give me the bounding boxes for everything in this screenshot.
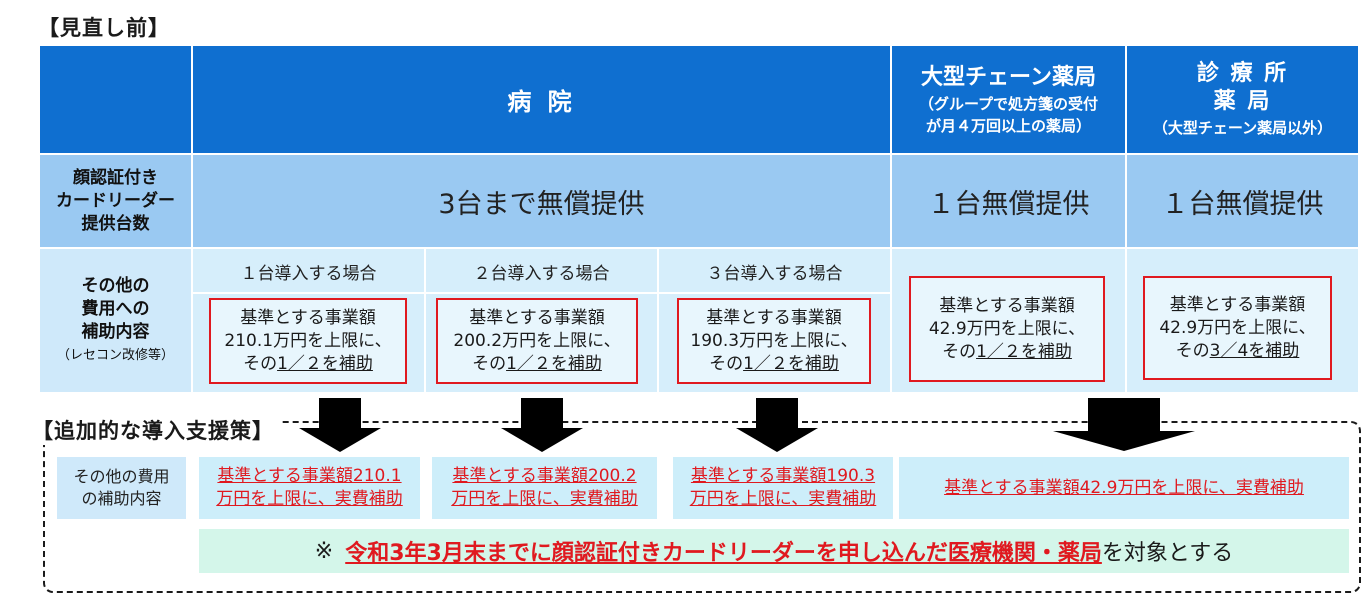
subsidy-box-case1: 基準とする事業額 210.1万円を上限に、 その1／２を補助 bbox=[209, 298, 407, 384]
header-chain-title: 大型チェーン薬局 bbox=[921, 64, 1096, 90]
down-arrow-icon bbox=[299, 428, 381, 452]
subsidy-box-chain: 基準とする事業額 42.9万円を上限に、 その1／２を補助 bbox=[909, 276, 1105, 382]
additional-cell-line: 万円を上限に、実費補助 bbox=[216, 489, 403, 509]
additional-cell-line: 万円を上限に、実費補助 bbox=[689, 489, 877, 509]
row-label-small: （レセコン改修等） bbox=[56, 347, 174, 363]
box-fraction: 1／２を補助 bbox=[277, 353, 373, 374]
box-line: 基準とする事業額 bbox=[240, 307, 376, 328]
down-arrow-icon bbox=[501, 428, 583, 452]
box-line: 基準とする事業額 bbox=[469, 307, 605, 328]
additional-label-line: その他の費用 bbox=[73, 467, 170, 486]
additional-row-label: その他の費用 の補助内容 bbox=[57, 457, 186, 519]
box-line: 210.1万円を上限に、 bbox=[224, 330, 392, 351]
down-arrow-icon bbox=[736, 428, 818, 452]
header-clinic-sub: （大型チェーン薬局以外） bbox=[1152, 118, 1333, 137]
down-arrow-icon bbox=[756, 398, 798, 428]
row-label-line: 補助内容 bbox=[81, 321, 150, 342]
row-label-line: 顔認証付き bbox=[73, 167, 158, 188]
chain-reader-value: １台無償提供 bbox=[892, 155, 1125, 247]
down-arrow-icon bbox=[319, 398, 361, 428]
box-pre: その bbox=[243, 353, 278, 374]
box-fraction: 1／２を補助 bbox=[506, 353, 602, 374]
note-highlight: 令和3年3月末までに顔認証付きカードリーダーを申し込んだ医療機関・薬局 bbox=[345, 541, 1102, 566]
additional-cell-line: 万円を上限に、実費補助 bbox=[451, 489, 638, 509]
row-label-reader-count: 顔認証付き カードリーダー 提供台数 bbox=[40, 155, 191, 247]
box-line: その1／２を補助 bbox=[709, 353, 839, 376]
subsidy-box-clinic: 基準とする事業額 42.9万円を上限に、 その3／4を補助 bbox=[1143, 276, 1332, 380]
box-pre: その bbox=[942, 341, 977, 362]
box-line: その1／２を補助 bbox=[942, 341, 1072, 364]
box-line: 基準とする事業額 bbox=[1169, 294, 1306, 315]
box-line: 42.9万円を上限に、 bbox=[928, 318, 1086, 339]
header-clinic-pharmacy: 診 療 所 薬 局 （大型チェーン薬局以外） bbox=[1127, 46, 1358, 153]
case-divider bbox=[193, 292, 890, 294]
header-corner-cell bbox=[40, 46, 191, 153]
box-line: 基準とする事業額 bbox=[706, 307, 842, 328]
header-hospital-label: 病 院 bbox=[507, 88, 576, 116]
case1-label: １台導入する場合 bbox=[240, 263, 377, 284]
hospital-reader-text: 3台まで無償提供 bbox=[438, 188, 645, 220]
box-line: その3／4を補助 bbox=[1176, 340, 1300, 363]
subsidy-box-case3: 基準とする事業額 190.3万円を上限に、 その1／２を補助 bbox=[677, 298, 871, 384]
chain-reader-text: １台無償提供 bbox=[927, 188, 1090, 220]
additional-cell-case1: 基準とする事業額210.1 万円を上限に、実費補助 bbox=[199, 457, 420, 519]
row-label-line: その他の bbox=[81, 275, 150, 296]
row-label-line: 費用への bbox=[81, 298, 150, 319]
case3-label: ３台導入する場合 bbox=[706, 263, 843, 284]
section-title-additional: 【追加的な導入支援策】 bbox=[32, 415, 280, 445]
header-chain-sub2: が月４万回以上の薬局） bbox=[925, 116, 1091, 135]
row-label-line: 提供台数 bbox=[81, 213, 150, 234]
additional-cell-line: 基準とする事業額210.1 bbox=[217, 466, 402, 486]
eligibility-note: ※ 令和3年3月末までに顔認証付きカードリーダーを申し込んだ医療機関・薬局 を対… bbox=[199, 529, 1349, 573]
note-prefix: ※ bbox=[314, 538, 334, 564]
box-fraction: 1／２を補助 bbox=[976, 341, 1072, 362]
box-fraction: 1／２を補助 bbox=[743, 353, 839, 374]
header-chain-sub1: （グループで処方箋の受付 bbox=[918, 94, 1099, 113]
box-line: 200.2万円を上限に、 bbox=[453, 330, 621, 351]
down-arrow-icon bbox=[521, 398, 563, 428]
box-pre: その bbox=[472, 353, 507, 374]
box-line: 基準とする事業額 bbox=[939, 295, 1075, 316]
clinic-reader-value: １台無償提供 bbox=[1127, 155, 1358, 247]
box-pre: その bbox=[1175, 340, 1210, 361]
row-label-line: カードリーダー bbox=[56, 190, 175, 211]
additional-cell-pharmacies: 基準とする事業額42.9万円を上限に、実費補助 bbox=[899, 457, 1349, 519]
box-line: その1／２を補助 bbox=[243, 353, 373, 376]
case2-label: ２台導入する場合 bbox=[473, 263, 610, 284]
additional-cell-line: 基準とする事業額200.2 bbox=[452, 466, 637, 486]
box-line: 190.3万円を上限に、 bbox=[690, 330, 858, 351]
down-arrow-icon bbox=[1088, 398, 1160, 431]
header-chain-pharmacy: 大型チェーン薬局 （グループで処方箋の受付 が月４万回以上の薬局） bbox=[892, 46, 1125, 153]
header-clinic-title2: 薬 局 bbox=[1213, 88, 1272, 114]
section-title-before: 【見直し前】 bbox=[38, 12, 176, 42]
box-fraction: 3／4を補助 bbox=[1209, 340, 1300, 361]
header-hospital: 病 院 bbox=[193, 46, 890, 153]
hospital-reader-value: 3台まで無償提供 bbox=[193, 155, 890, 247]
down-arrow-icon bbox=[1053, 431, 1195, 451]
header-clinic-title1: 診 療 所 bbox=[1196, 60, 1289, 86]
additional-cell-case3: 基準とする事業額190.3 万円を上限に、実費補助 bbox=[673, 457, 893, 519]
additional-cell-line: 基準とする事業額42.9万円を上限に、実費補助 bbox=[944, 477, 1304, 498]
additional-cell-line: 基準とする事業額190.3 bbox=[690, 466, 876, 486]
box-pre: その bbox=[709, 353, 744, 374]
additional-support-frame bbox=[43, 421, 1361, 593]
subsidy-box-case2: 基準とする事業額 200.2万円を上限に、 その1／２を補助 bbox=[436, 298, 638, 384]
row-label-other-costs: その他の 費用への 補助内容 （レセコン改修等） bbox=[40, 249, 191, 392]
box-line: その1／２を補助 bbox=[472, 353, 602, 376]
additional-cell-case2: 基準とする事業額200.2 万円を上限に、実費補助 bbox=[432, 457, 657, 519]
box-line: 42.9万円を上限に、 bbox=[1159, 317, 1316, 338]
clinic-reader-text: １台無償提供 bbox=[1161, 188, 1324, 220]
note-suffix: を対象とする bbox=[1101, 541, 1234, 566]
additional-label-line: の補助内容 bbox=[81, 489, 162, 508]
